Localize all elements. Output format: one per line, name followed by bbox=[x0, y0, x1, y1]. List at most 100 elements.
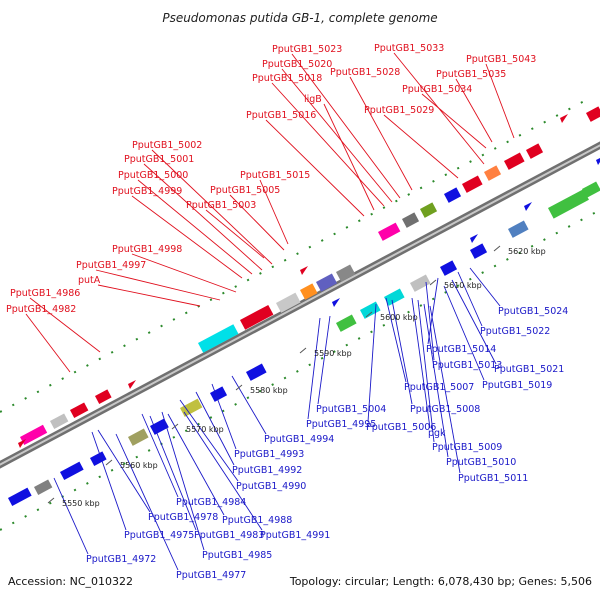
gene-feature bbox=[299, 283, 318, 300]
gene-feature bbox=[198, 324, 239, 353]
scale-tick-mark bbox=[47, 497, 55, 504]
gene-feature bbox=[150, 418, 169, 435]
strand-arrow bbox=[300, 266, 308, 275]
label-callouts bbox=[25, 52, 515, 571]
gene-feature bbox=[60, 461, 84, 480]
scale-tick-label: 5600 kbp bbox=[380, 313, 418, 322]
reverse-callout-line bbox=[307, 317, 321, 420]
forward-gene-label: PputGB1_5005 bbox=[210, 185, 280, 196]
forward-gene-label: PputGB1_5034 bbox=[402, 84, 472, 95]
forward-callout-line bbox=[229, 194, 285, 251]
forward-callout-line bbox=[291, 53, 401, 199]
scale-tick-mark bbox=[365, 311, 373, 318]
reverse-callout-line bbox=[411, 297, 431, 429]
reverse-gene-label: PputGB1_5011 bbox=[458, 473, 528, 484]
forward-callout-line bbox=[143, 163, 263, 271]
forward-callout-line bbox=[455, 78, 493, 143]
scale-tick-mark bbox=[429, 279, 437, 286]
reverse-callout-line bbox=[391, 299, 413, 405]
forward-gene-label: PputGB1_5018 bbox=[252, 73, 322, 84]
strand-arrow bbox=[18, 439, 26, 448]
strand-arrow bbox=[560, 114, 568, 123]
forward-callout-line bbox=[485, 63, 515, 139]
gene-feature bbox=[8, 487, 32, 506]
genome-info-text: Topology: circular; Length: 6,078,430 bp… bbox=[289, 575, 592, 588]
gene-feature bbox=[360, 301, 381, 319]
reverse-callout-line bbox=[469, 267, 501, 307]
scale-tick-mark bbox=[105, 459, 113, 466]
gene-labels: PputGB1_4982PputGB1_4986putAPputGB1_4997… bbox=[6, 43, 568, 581]
gene-feature bbox=[410, 274, 431, 292]
gene-feature bbox=[586, 106, 600, 122]
forward-gene-label: PputGB1_5028 bbox=[330, 67, 400, 78]
reverse-callout-line bbox=[451, 279, 497, 365]
reverse-gene-label: PputGB1_4990 bbox=[236, 481, 306, 492]
forward-gene-label: putA bbox=[78, 275, 101, 286]
gene-feature bbox=[444, 187, 462, 203]
forward-callout-line bbox=[259, 179, 289, 245]
reverse-gene-label: PputGB1_4985 bbox=[202, 550, 272, 561]
reverse-callout-line bbox=[429, 305, 461, 474]
reverse-callout-line bbox=[91, 431, 127, 531]
forward-gene-label: PputGB1_5002 bbox=[132, 140, 202, 151]
gene-feature bbox=[462, 175, 483, 193]
reverse-gene-label: pgk bbox=[428, 428, 446, 439]
strand-arrow bbox=[128, 380, 136, 389]
scale-tick-mark bbox=[235, 384, 243, 391]
scale-tick-label: 5620 kbp bbox=[508, 247, 546, 256]
scale-tick-mark bbox=[493, 245, 501, 252]
gene-feature bbox=[240, 304, 274, 330]
reverse-gene-label: PputGB1_5014 bbox=[426, 344, 496, 355]
gene-feature bbox=[378, 222, 401, 241]
reverse-callout-line bbox=[385, 297, 407, 383]
gene-feature bbox=[440, 260, 458, 276]
reverse-callout-line bbox=[231, 375, 267, 435]
gene-feature bbox=[526, 143, 544, 159]
map-title: Pseudomonas putida GB-1, complete genome bbox=[162, 11, 437, 25]
forward-callout-line bbox=[137, 179, 253, 275]
forward-callout-line bbox=[383, 114, 459, 179]
gene-feature bbox=[582, 181, 600, 198]
gene-feature bbox=[70, 402, 89, 418]
reverse-callout-line bbox=[423, 303, 449, 458]
reverse-callout-line bbox=[161, 411, 205, 551]
reverse-gene-label: PputGB1_5006 bbox=[366, 422, 436, 433]
reverse-callout-line bbox=[417, 299, 435, 443]
forward-callout-line bbox=[95, 269, 221, 301]
reverse-gene-label: PputGB1_5008 bbox=[410, 404, 480, 415]
reverse-gene-label: PputGB1_5021 bbox=[494, 364, 564, 375]
forward-gene-label: ligB bbox=[304, 94, 322, 105]
forward-callout-line bbox=[151, 149, 273, 265]
reverse-gene-label: PputGB1_5007 bbox=[404, 382, 474, 393]
forward-callout-line bbox=[265, 119, 365, 217]
forward-gene-label: PputGB1_4997 bbox=[76, 260, 146, 271]
forward-callout-line bbox=[97, 284, 201, 307]
strand-arrow bbox=[524, 202, 532, 211]
scale-tick-label: 5570 kbp bbox=[186, 425, 224, 434]
forward-gene-label: PputGB1_5001 bbox=[124, 154, 194, 165]
gene-feature bbox=[507, 220, 529, 238]
scale-tick-label: 5590 kbp bbox=[314, 349, 352, 358]
forward-gene-label: PputGB1_4982 bbox=[6, 304, 76, 315]
forward-callout-line bbox=[29, 297, 101, 353]
scale-tick-mark bbox=[299, 347, 307, 354]
reverse-gene-label: PputGB1_4991 bbox=[260, 530, 330, 541]
forward-gene-label: PputGB1_5029 bbox=[364, 105, 434, 116]
reverse-callout-line bbox=[167, 413, 225, 516]
reverse-gene-label: PputGB1_4977 bbox=[176, 570, 246, 581]
reverse-gene-label: PputGB1_4984 bbox=[176, 497, 246, 508]
forward-callout-line bbox=[421, 93, 487, 149]
gene-feature bbox=[484, 165, 502, 181]
forward-callout-line bbox=[131, 253, 237, 293]
accession-text: Accession: NC_010322 bbox=[8, 575, 133, 588]
scale-tick-mark bbox=[171, 423, 179, 430]
reverse-callout-line bbox=[427, 277, 439, 345]
reverse-gene-label: PputGB1_4972 bbox=[86, 554, 156, 565]
reverse-callout-line bbox=[367, 303, 377, 423]
gene-feature bbox=[90, 451, 107, 466]
forward-gene-label: PputGB1_4999 bbox=[112, 186, 182, 197]
gene-feature bbox=[548, 189, 589, 219]
